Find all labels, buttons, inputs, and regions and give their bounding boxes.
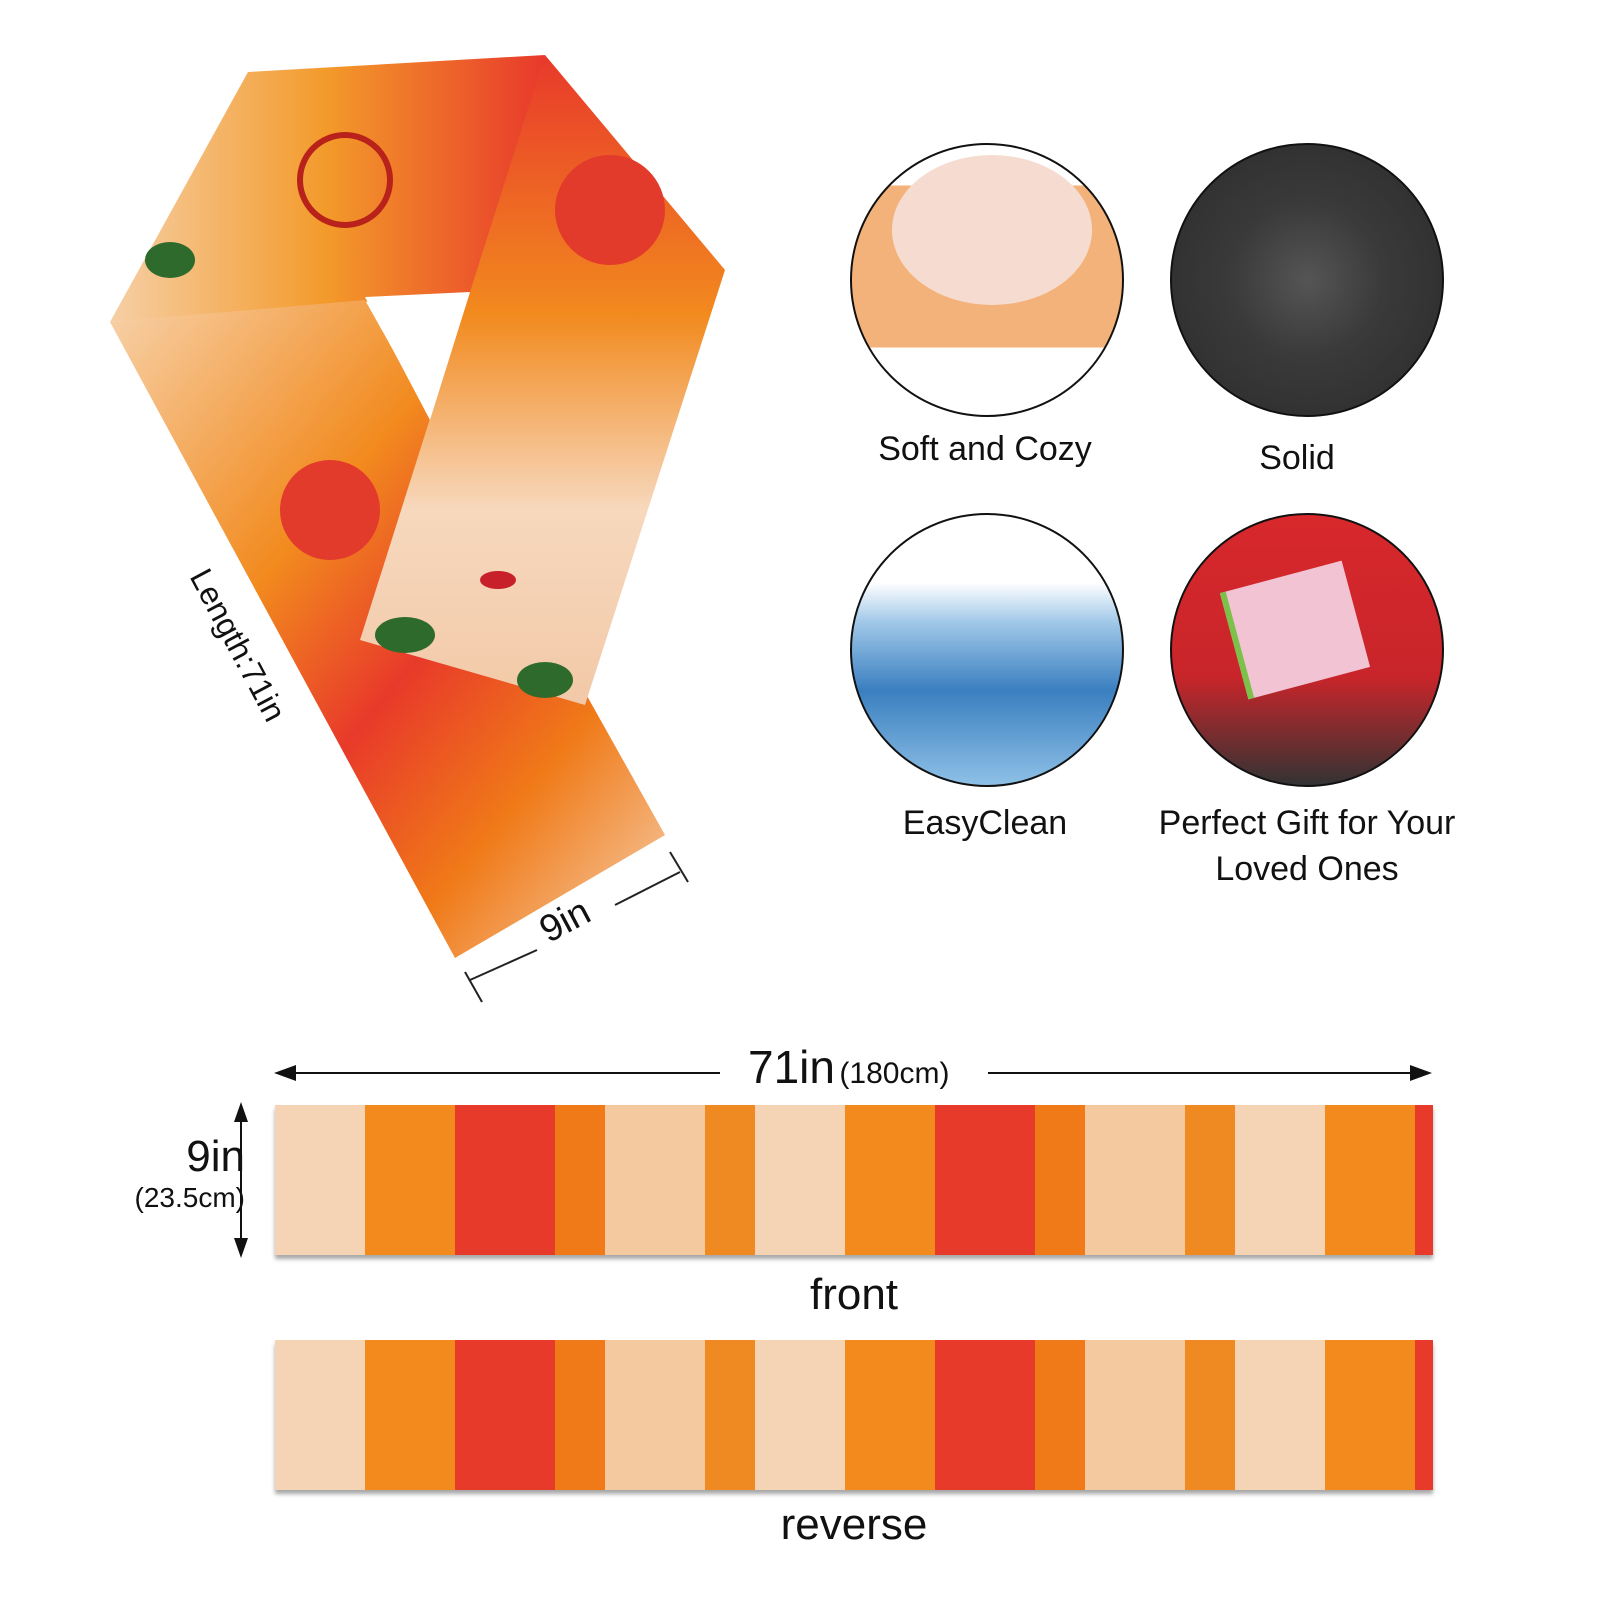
solid-fabric-image: [1170, 143, 1444, 417]
gift-image: [1170, 513, 1444, 787]
feature-label-easyclean: EasyClean: [902, 804, 1068, 842]
length-label: 71in (180cm): [748, 1040, 949, 1094]
folded-scarf-image: [110, 55, 725, 1003]
scarf-front-image: [275, 1105, 1433, 1255]
width-arrow: [234, 1102, 248, 1258]
gift-box-icon: [1219, 560, 1371, 700]
reverse-label: reverse: [780, 1500, 928, 1549]
soft-cozy-image: [850, 143, 1124, 417]
hands-icon: [892, 155, 1092, 305]
length-arrow: [274, 1065, 1432, 1081]
length-in: 71in: [748, 1041, 835, 1093]
width-in: 9in: [186, 1132, 245, 1181]
length-cm: (180cm): [839, 1057, 950, 1090]
scarf-reverse-image: [275, 1340, 1433, 1490]
scarf-top-fold: [110, 55, 545, 322]
front-label: front: [809, 1270, 899, 1319]
feature-label-solid: Solid: [1259, 439, 1335, 477]
easy-clean-image: [850, 513, 1124, 787]
feature-label-gift: Perfect Gift for Your Loved Ones: [1158, 804, 1456, 888]
width-cm: (23.5cm): [134, 1182, 245, 1213]
feature-label-soft: Soft and Cozy: [878, 430, 1092, 468]
